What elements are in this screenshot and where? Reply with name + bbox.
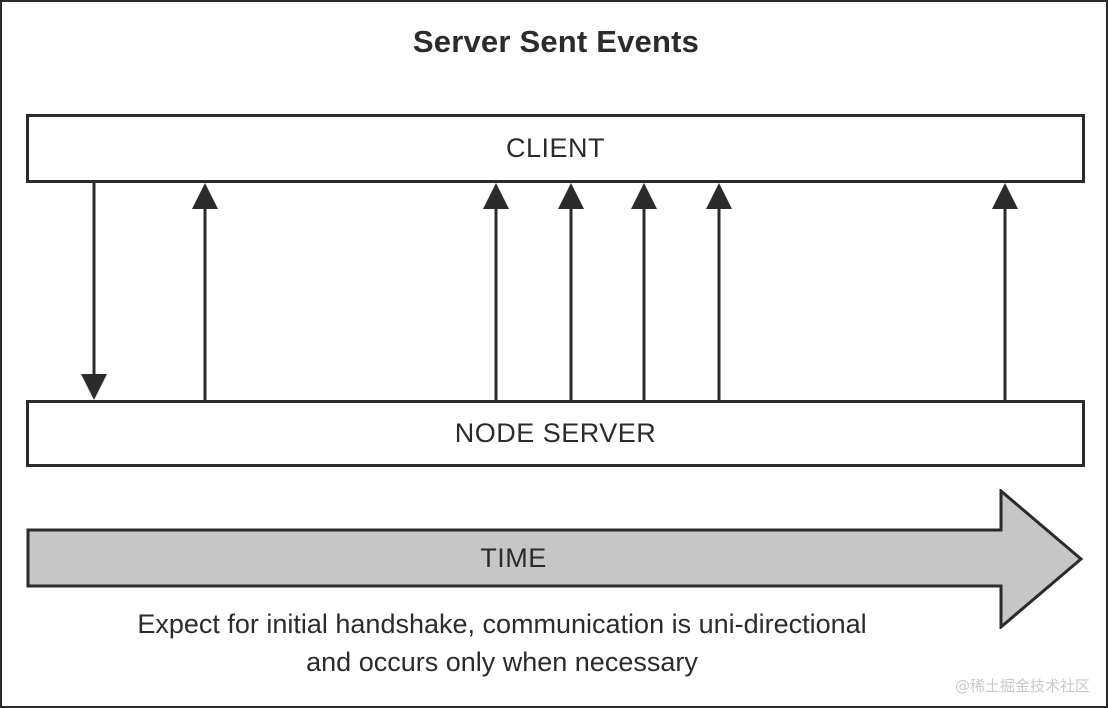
watermark: @稀土掘金技术社区 (954, 677, 1090, 695)
time-arrow-polygon (26, 487, 1084, 631)
server-event-2-arrowhead (558, 183, 584, 209)
time-axis-arrow: TIME (26, 487, 1085, 631)
caption-text: Expect for initial handshake, communicat… (2, 605, 1002, 681)
page-title: Server Sent Events (412, 24, 700, 59)
server-event-4-arrowhead (706, 183, 732, 209)
server-event-3-arrowhead (631, 183, 657, 209)
server-lane-box: NODE SERVER (26, 400, 1085, 467)
caption-line-2: and occurs only when necessary (306, 647, 698, 677)
caption-line-1: Expect for initial handshake, communicat… (137, 609, 867, 639)
server-lane-label: NODE SERVER (454, 418, 657, 448)
client-lane-box: CLIENT (26, 114, 1085, 183)
time-axis-label: TIME (480, 543, 547, 573)
handshake-response-arrowhead (192, 183, 218, 209)
handshake-request-arrowhead (81, 374, 107, 400)
server-event-5-arrowhead (992, 183, 1018, 209)
client-lane-label: CLIENT (505, 133, 606, 163)
time-arrow-shape (26, 487, 1084, 631)
server-event-1-arrowhead (483, 183, 509, 209)
